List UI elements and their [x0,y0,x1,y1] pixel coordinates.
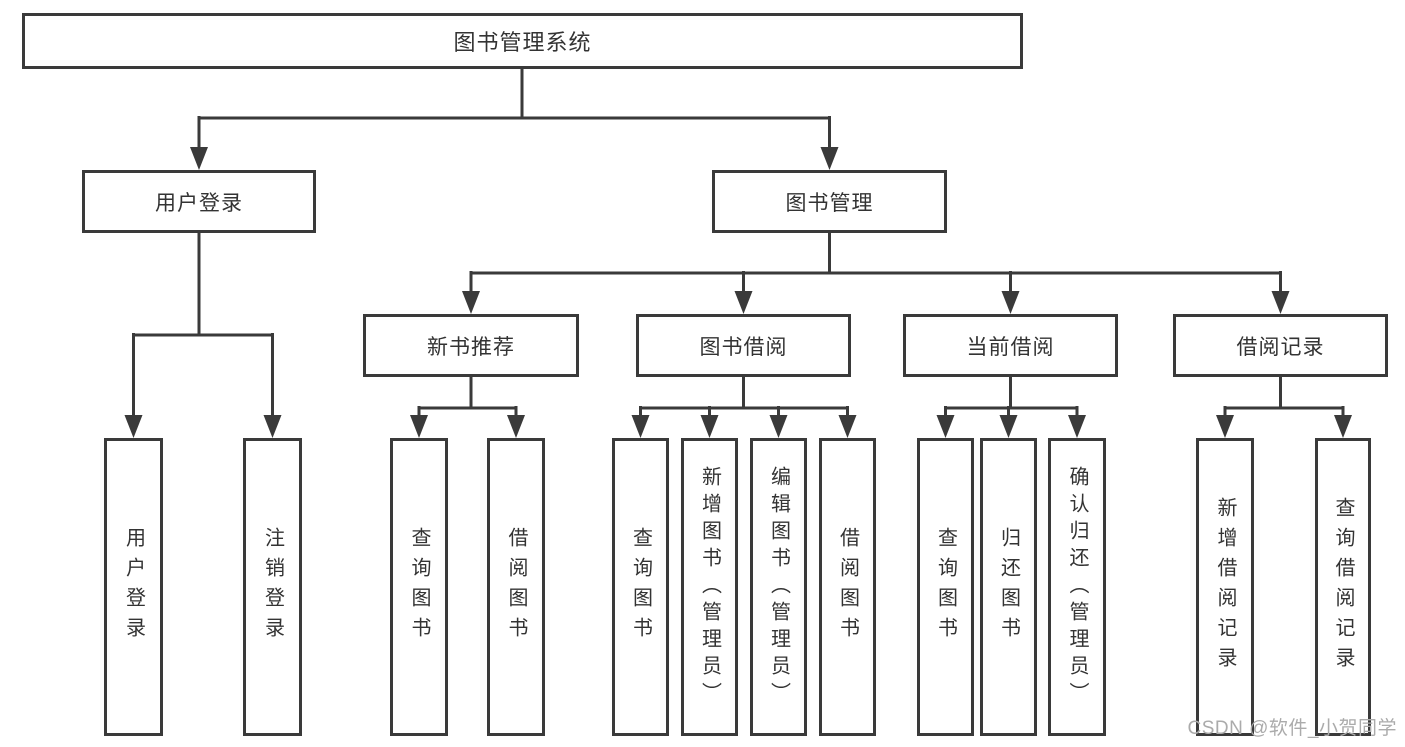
node-label: 注销登录 [261,527,284,647]
leaf-return-book: 归还图书 [980,438,1037,736]
node-current-borrow: 当前借阅 [903,314,1118,377]
leaf-add-borrow-record: 新增借阅记录 [1196,438,1254,736]
connector-book-borrow-to-leaves [631,377,857,438]
node-book-management: 图书管理 [712,170,947,233]
node-label: 新增借阅记录 [1214,497,1236,677]
node-label: 确认归还（管理员） [1066,465,1088,709]
node-borrow-records: 借阅记录 [1173,314,1388,377]
node-label: 借阅记录 [1236,335,1325,359]
connector-borrow-records-to-leaves [1216,377,1352,438]
node-label: 查询借阅记录 [1332,497,1354,677]
node-label: 新增图书（管理员） [698,465,721,709]
node-label: 新书推荐 [427,335,515,359]
node-label: 编辑图书（管理员） [767,465,790,709]
leaf-confirm-return-admin: 确认归还（管理员） [1048,438,1106,736]
node-label: 图书借阅 [699,335,788,359]
leaf-query-books-recommend: 查询图书 [390,438,448,736]
connector-user-login-to-leaves [124,233,282,438]
leaf-borrow-books-recommend: 借阅图书 [487,438,545,736]
node-label: 借阅图书 [836,527,859,647]
node-library-management-system: 图书管理系统 [22,13,1023,69]
node-label: 用户登录 [155,191,243,215]
connector-new-book-recommend-to-leaves [410,377,525,438]
leaf-borrow-books: 借阅图书 [819,438,876,736]
node-new-book-recommend: 新书推荐 [363,314,579,377]
connector-current-borrow-to-leaves [936,377,1086,438]
node-label: 当前借阅 [966,335,1055,359]
node-label: 归还图书 [997,527,1020,647]
leaf-query-books-current: 查询图书 [917,438,974,736]
connector-root-to-level2 [190,69,839,170]
node-user-login: 用户登录 [82,170,316,233]
leaf-add-book-admin: 新增图书（管理员） [681,438,738,736]
connector-book-management-to-level3 [462,233,1290,314]
leaf-user-login: 用户登录 [104,438,163,736]
node-book-borrow: 图书借阅 [636,314,851,377]
node-label: 图书管理系统 [453,30,592,55]
leaf-query-borrow-record: 查询借阅记录 [1315,438,1371,736]
csdn-watermark: CSDN @软件_小贺同学 [1187,718,1397,739]
leaf-edit-book-admin: 编辑图书（管理员） [750,438,807,736]
node-label: 借阅图书 [505,527,527,647]
leaf-logout: 注销登录 [243,438,302,736]
node-label: 查询图书 [934,527,957,647]
leaf-query-books-borrow: 查询图书 [612,438,669,736]
node-label: 图书管理 [785,191,874,215]
node-label: 查询图书 [629,527,652,647]
node-label: 用户登录 [122,527,145,647]
node-label: 查询图书 [408,527,430,647]
